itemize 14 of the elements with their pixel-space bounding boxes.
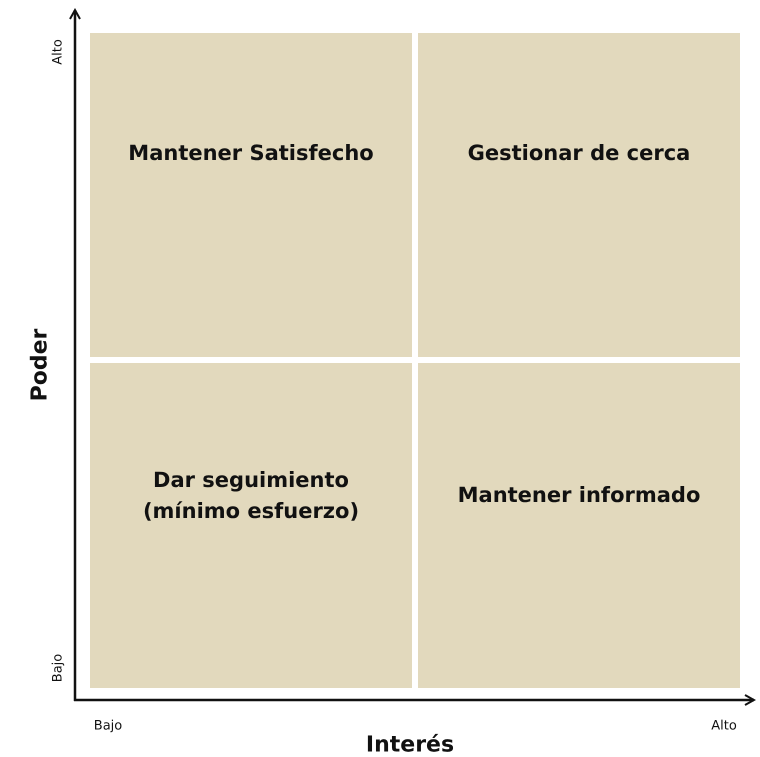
quadrant-label: Gestionar de cerca — [466, 140, 692, 166]
axis-tick-label: Alto — [50, 39, 66, 65]
quadrant-box — [90, 33, 412, 357]
quadrant-label: Mantener Satisfecho — [127, 140, 375, 166]
axis-title: Poder — [28, 328, 52, 402]
quadrant-box — [418, 33, 740, 357]
axis-tick-label: Alto — [711, 718, 737, 734]
quadrant-box — [90, 363, 412, 688]
axis-tick-label: Bajo — [94, 718, 122, 734]
axis-tick-label: Bajo — [50, 654, 66, 682]
quadrant-label: Dar seguimiento (mínimo esfuerzo) — [142, 466, 360, 524]
axis-title: Interés — [366, 732, 454, 757]
quadrant-label: Mantener informado — [456, 482, 702, 509]
quadrant-box — [418, 363, 740, 688]
